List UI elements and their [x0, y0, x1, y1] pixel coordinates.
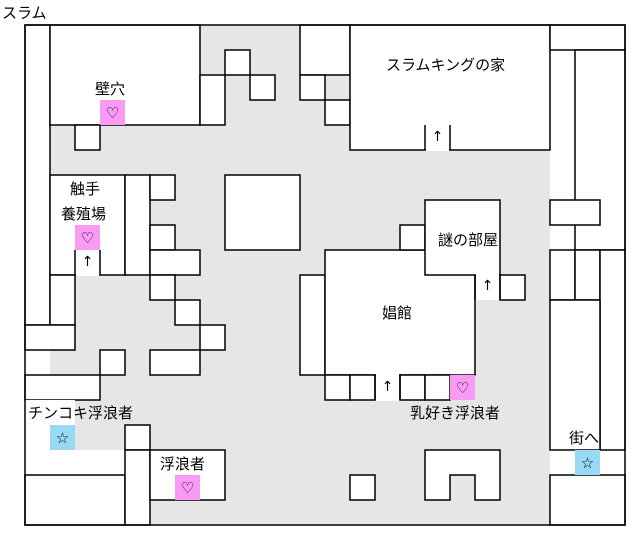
label-brothel: 娼館	[382, 304, 413, 322]
heart-icon[interactable]: ♡	[75, 225, 100, 250]
label-to-town: 街へ	[569, 429, 600, 447]
up-arrow-icon[interactable]: ↑	[481, 278, 494, 294]
star-icon[interactable]: ☆	[50, 425, 75, 450]
label-mystery-room: 謎の部屋	[438, 231, 499, 249]
heart-icon[interactable]: ♡	[100, 100, 125, 125]
up-arrow-icon[interactable]: ↑	[431, 129, 444, 145]
label-wall-hole: 壁穴	[95, 80, 126, 98]
label-slum-king-house: スラムキングの家	[386, 56, 506, 74]
star-icon[interactable]: ☆	[575, 450, 600, 475]
map-title: スラム	[2, 4, 47, 22]
walls	[24, 24, 626, 526]
heart-icon[interactable]: ♡	[175, 475, 200, 500]
heart-icon[interactable]: ♡	[450, 375, 475, 400]
label-tentacle-farm-1: 触手	[70, 180, 101, 198]
label-chinkoki-vagrant: チンコキ浮浪者	[28, 404, 134, 422]
label-vagrant: 浮浪者	[160, 455, 206, 473]
label-tentacle-farm-2: 養殖場	[61, 205, 107, 223]
up-arrow-icon[interactable]: ↑	[381, 379, 394, 395]
up-arrow-icon[interactable]: ↑	[81, 254, 94, 270]
label-breast-vagrant: 乳好き浮浪者	[410, 404, 501, 422]
